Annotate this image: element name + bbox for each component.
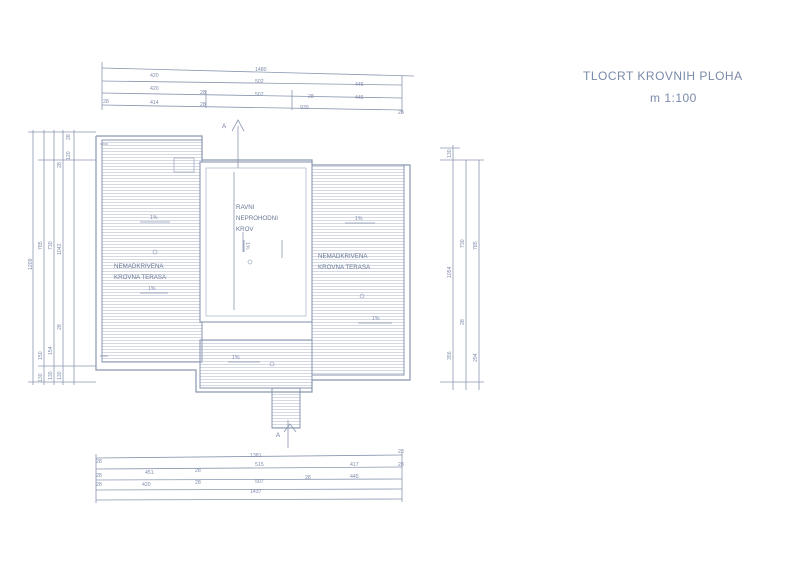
dim-left-2: 785 bbox=[38, 241, 44, 250]
roof-outline bbox=[95, 126, 411, 448]
dim-bottom-10: 28 bbox=[96, 482, 102, 488]
dim-top-14: 28 bbox=[398, 110, 404, 116]
dim-bottom-14: 28 bbox=[305, 475, 311, 481]
dim-bottom-6: 28 bbox=[195, 468, 201, 474]
left-terrace-area bbox=[101, 139, 203, 363]
dim-left-1: 1209 bbox=[28, 258, 34, 270]
dim-bottom-13: 507 bbox=[255, 479, 264, 485]
dim-top-1: 1480 bbox=[255, 67, 267, 73]
right-terrace-label-2: KROVNA TERASA bbox=[318, 264, 371, 271]
slope-5: 1% bbox=[244, 242, 250, 250]
drawing-scale: m 1:100 bbox=[650, 91, 697, 105]
section-marker-bottom: A bbox=[276, 423, 297, 439]
bottom-dimension-chain: 28 1381 28 28 451 28 515 417 28 28 420 2… bbox=[95, 449, 404, 503]
section-marker-top-label: A bbox=[222, 123, 227, 130]
dim-top-11: 414 bbox=[150, 100, 159, 106]
dim-left-7: 130 bbox=[48, 371, 54, 380]
dim-bottom-16: 1437 bbox=[250, 489, 262, 495]
dim-top-5: 420 bbox=[150, 86, 159, 92]
dim-top-12: 28 bbox=[200, 102, 206, 108]
top-dimension-chain: 1480 420 502 445 420 28 507 28 445 28 41… bbox=[101, 62, 415, 116]
slope-4: 1% bbox=[372, 316, 380, 322]
dim-bottom-5: 451 bbox=[145, 470, 154, 476]
left-terrace-label-2: KROVNA TERASA bbox=[114, 274, 167, 281]
slope-3: 1% bbox=[355, 216, 363, 222]
left-dimension-chain: 1209 785 150 130 730 154 130 28 1042 28 … bbox=[28, 130, 96, 385]
dim-bottom-9: 28 bbox=[398, 462, 404, 468]
dim-bottom-15: 445 bbox=[350, 474, 359, 480]
dim-bottom-3: 28 bbox=[398, 449, 404, 455]
dim-right-3: 356 bbox=[447, 351, 453, 360]
dim-left-5: 730 bbox=[48, 241, 54, 250]
dim-right-4: 730 bbox=[460, 239, 466, 248]
dim-top-10: 28 bbox=[103, 99, 109, 105]
dim-right-2: 1054 bbox=[447, 266, 453, 278]
dim-top-2: 420 bbox=[150, 73, 159, 79]
dim-right-1: 130 bbox=[447, 149, 453, 158]
right-dimension-chain: 130 1054 356 730 28 294 785 bbox=[440, 145, 484, 390]
dim-right-5: 28 bbox=[460, 319, 466, 325]
dim-right-6: 294 bbox=[473, 353, 479, 362]
dim-bottom-11: 420 bbox=[142, 482, 151, 488]
left-terrace-label: NEMADKRIVENA KROVNA TERASA bbox=[114, 263, 167, 281]
flat-roof-label-2: NEPROHODNI bbox=[236, 215, 278, 222]
drainage-marks bbox=[152, 240, 365, 367]
flat-roof-label-1: RAVNI bbox=[236, 204, 255, 211]
dim-top-6: 28 bbox=[200, 90, 206, 96]
dim-top-13: 939 bbox=[300, 105, 309, 111]
dim-left-11: 130 bbox=[57, 371, 63, 380]
dim-left-6: 154 bbox=[48, 346, 54, 355]
section-marker-bottom-label: A bbox=[276, 432, 281, 439]
dim-right-7: 785 bbox=[473, 241, 479, 250]
right-terrace-area bbox=[311, 164, 405, 376]
flat-roof-label: RAVNI NEPROHODNI KROV bbox=[236, 204, 278, 233]
dim-bottom-1: 28 bbox=[96, 459, 102, 465]
left-terrace-label-1: NEMADKRIVENA bbox=[114, 263, 164, 270]
slope-1: 1% bbox=[150, 215, 158, 221]
dim-bottom-7: 515 bbox=[255, 462, 264, 468]
dim-left-3: 150 bbox=[38, 351, 44, 360]
dim-left-13: 120 bbox=[66, 151, 72, 160]
dim-bottom-4: 28 bbox=[96, 473, 102, 479]
dim-top-4: 445 bbox=[355, 82, 364, 88]
slope-annotations: 1% 1% 1% 1% 1% 1% bbox=[140, 215, 392, 363]
dim-bottom-12: 28 bbox=[195, 480, 201, 486]
stair-landing-area bbox=[199, 339, 313, 389]
slope-2: 1% bbox=[148, 286, 156, 292]
flat-roof-area bbox=[199, 161, 313, 323]
dim-top-8: 28 bbox=[308, 94, 314, 100]
right-terrace-label-1: NEMADKRIVENA bbox=[318, 253, 368, 260]
right-terrace-label: NEMADKRIVENA KROVNA TERASA bbox=[318, 253, 371, 271]
dim-top-3: 502 bbox=[255, 79, 264, 85]
dim-left-9: 1042 bbox=[57, 243, 63, 255]
dim-left-10: 28 bbox=[57, 324, 63, 330]
flat-roof-label-3: KROV bbox=[236, 226, 254, 233]
slope-6: 1% bbox=[232, 355, 240, 361]
dim-top-9: 445 bbox=[355, 95, 364, 101]
dim-left-12: 28 bbox=[66, 134, 72, 140]
drawing-title: TLOCRT KROVNIH PLOHA bbox=[583, 69, 743, 83]
dim-left-4: 130 bbox=[38, 373, 44, 382]
dim-left-8: 28 bbox=[57, 162, 63, 168]
dim-bottom-8: 417 bbox=[350, 462, 359, 468]
stair-tower bbox=[271, 387, 301, 429]
dim-top-7: 507 bbox=[255, 92, 264, 98]
dim-bottom-2: 1381 bbox=[250, 453, 262, 459]
section-marker-top: A bbox=[222, 119, 245, 132]
